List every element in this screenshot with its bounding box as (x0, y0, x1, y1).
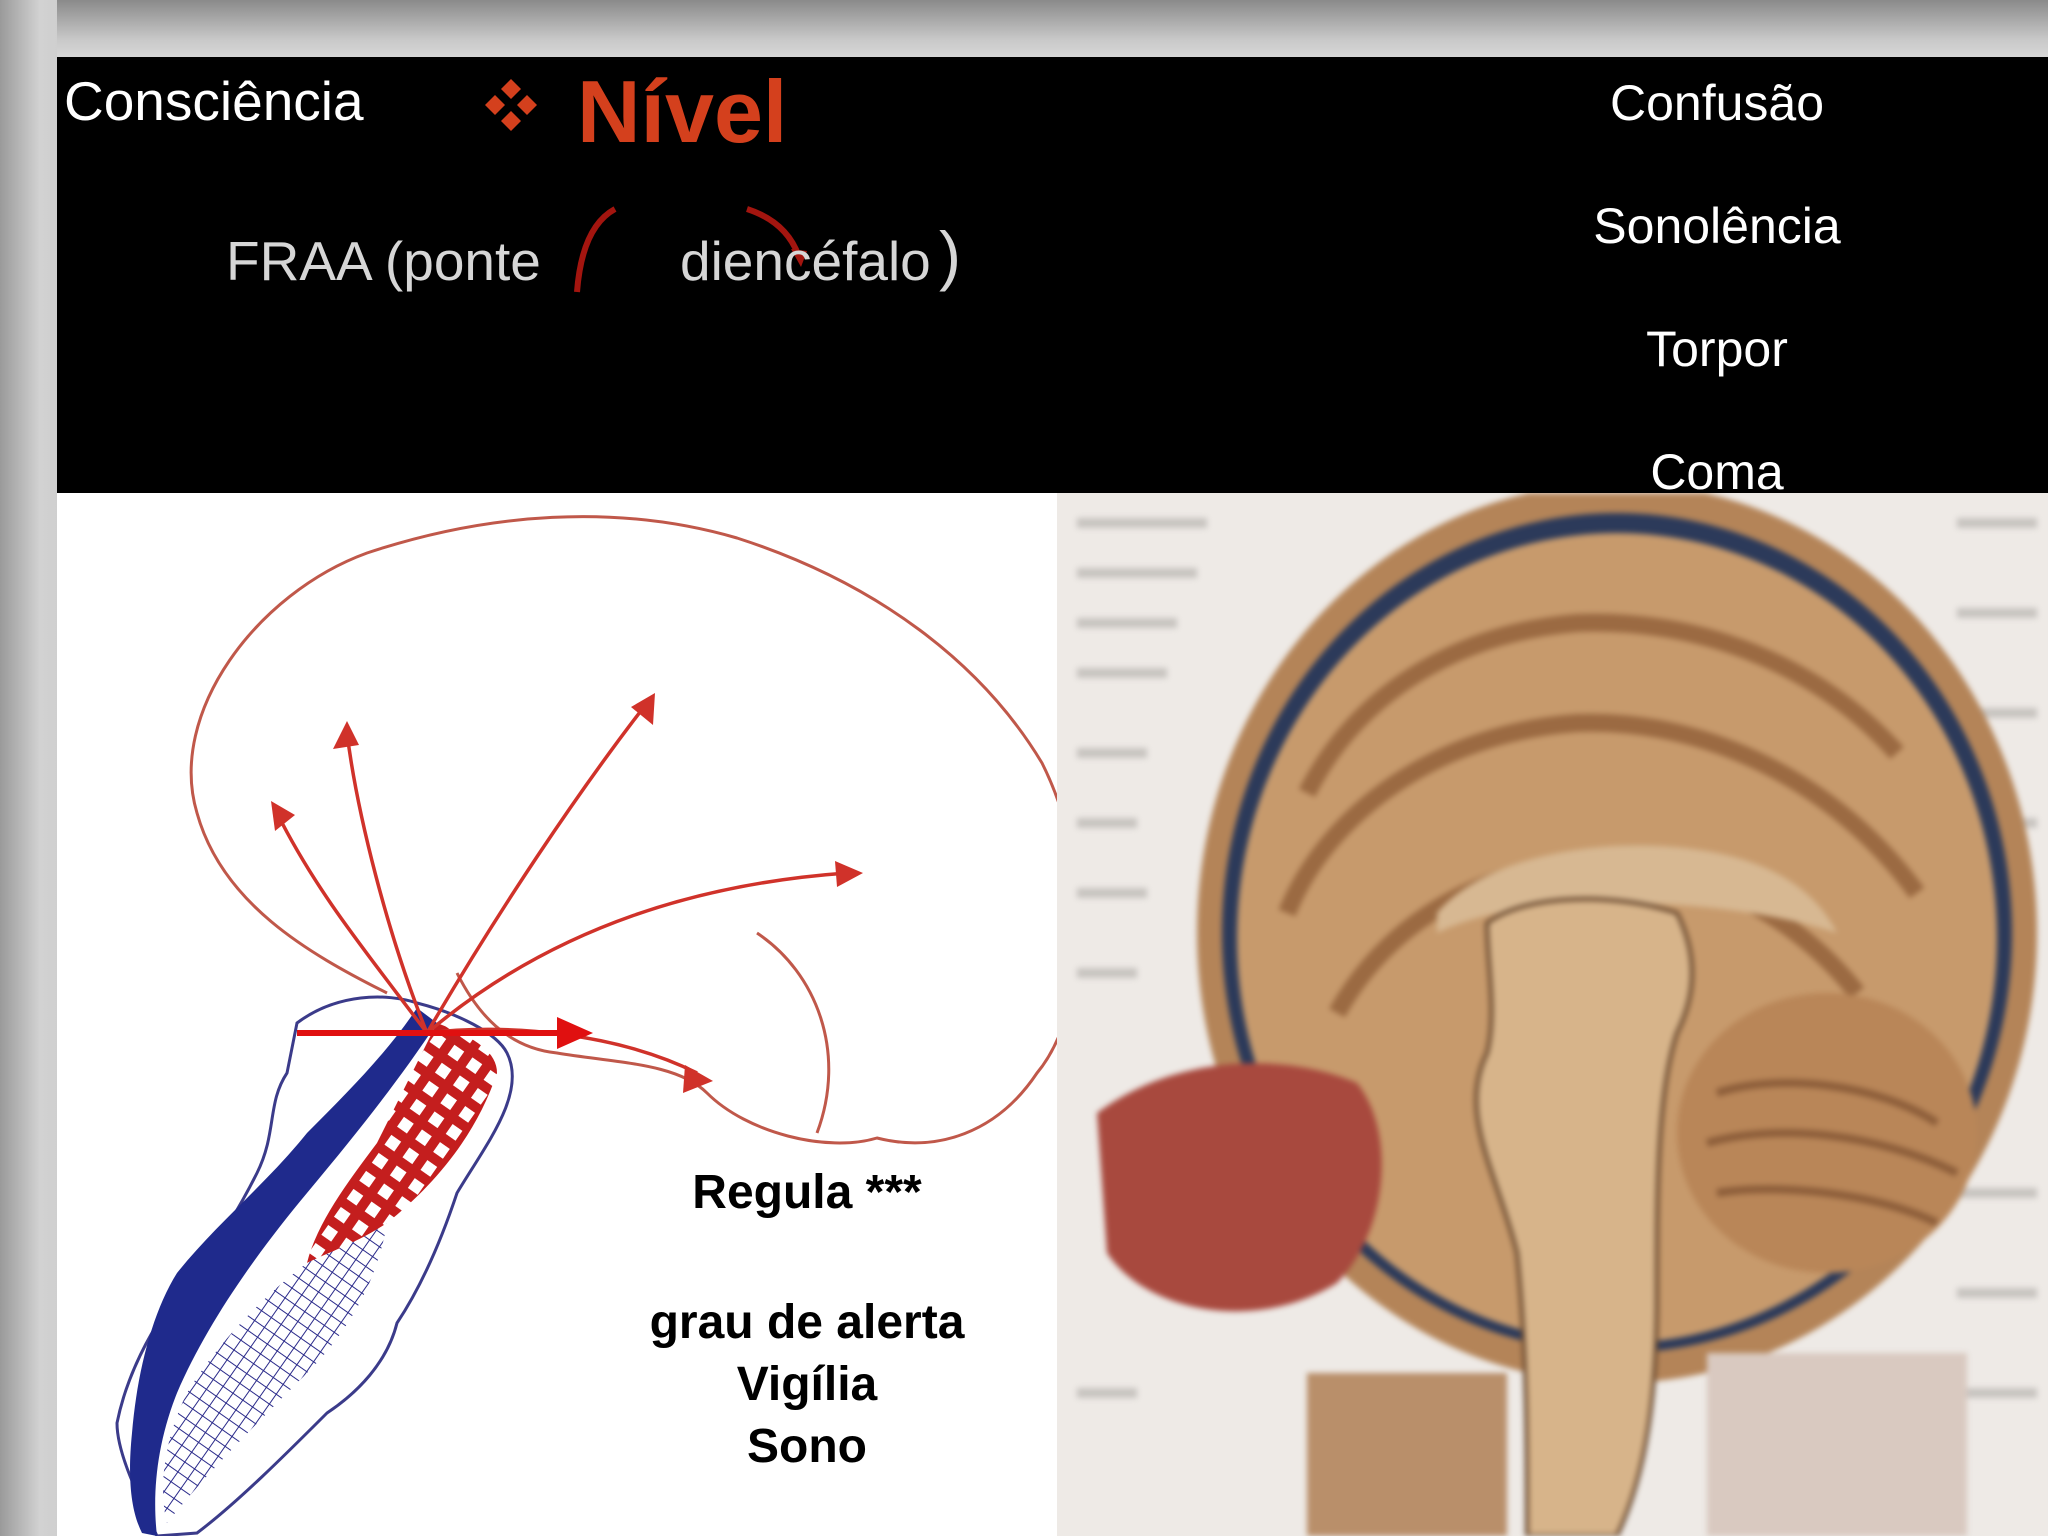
slide-title: Consciência (64, 69, 364, 133)
consciousness-levels-list: Confusão Sonolência Torpor Coma (1557, 65, 1877, 557)
level-item: Confusão (1557, 65, 1877, 188)
caption-line: Sono (577, 1416, 1037, 1478)
four-diamond-bullet-icon (481, 75, 541, 135)
subtitle-part-1: FRAA (ponte (226, 229, 541, 293)
slide: Consciência Nível FRAA (ponte diencéfalo… (57, 57, 2048, 1536)
subtitle-close-paren: ) (939, 217, 961, 293)
subtitle-part-2: diencéfalo (680, 229, 931, 293)
slide-shadow (0, 0, 57, 1536)
level-item: Sonolência (1557, 188, 1877, 311)
caption-heading: Regula *** (577, 1165, 1037, 1220)
caption-line: Vigília (577, 1354, 1037, 1416)
level-item: Torpor (1557, 311, 1877, 434)
caption-list: grau de alerta Vigília Sono (577, 1292, 1037, 1478)
caption-line: grau de alerta (577, 1292, 1037, 1354)
slide-header: Consciência Nível FRAA (ponte diencéfalo… (57, 57, 2048, 493)
slide-heading: Nível (577, 61, 787, 163)
sagittal-brain-image (1057, 493, 2048, 1536)
